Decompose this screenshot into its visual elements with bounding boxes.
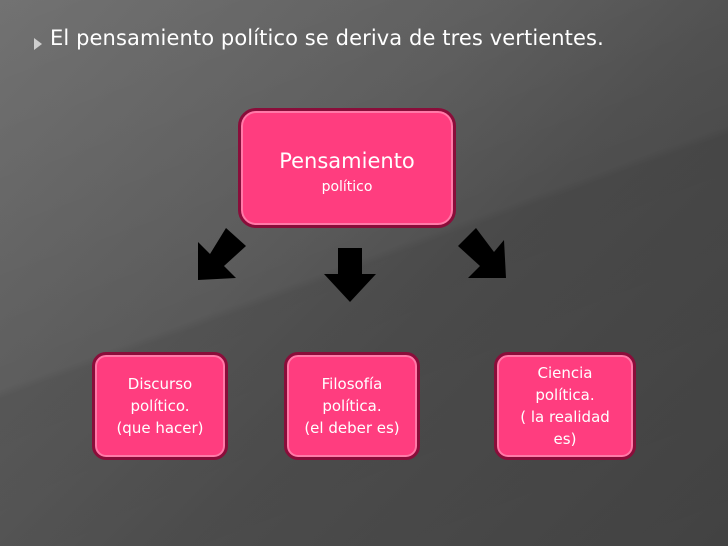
arrow-down-left-icon — [192, 226, 252, 286]
arrow-down-right-shape — [458, 228, 506, 278]
arrow-down-shape — [324, 248, 376, 302]
arrow-down-right-icon — [452, 226, 512, 286]
slide-title: El pensamiento político se deriva de tre… — [50, 26, 604, 50]
arrow-down-left-shape — [198, 228, 246, 280]
child-node-filosofia: Filosofía política. (el deber es) — [284, 352, 420, 460]
root-node-title: Pensamiento — [279, 149, 415, 173]
bullet-arrow-icon — [34, 38, 42, 50]
child-node-ciencia: Ciencia política. ( la realidad es) — [494, 352, 636, 460]
root-node-subtitle: político — [321, 179, 373, 195]
child-node-discurso: Discurso político. (que hacer) — [92, 352, 228, 460]
child-node-text: Ciencia política. ( la realidad es) — [520, 364, 610, 448]
arrow-down-icon — [322, 246, 382, 306]
root-node: Pensamiento político — [238, 108, 456, 228]
child-node-text: Discurso político. (que hacer) — [116, 375, 204, 437]
child-node-text: Filosofía política. (el deber es) — [304, 375, 400, 437]
